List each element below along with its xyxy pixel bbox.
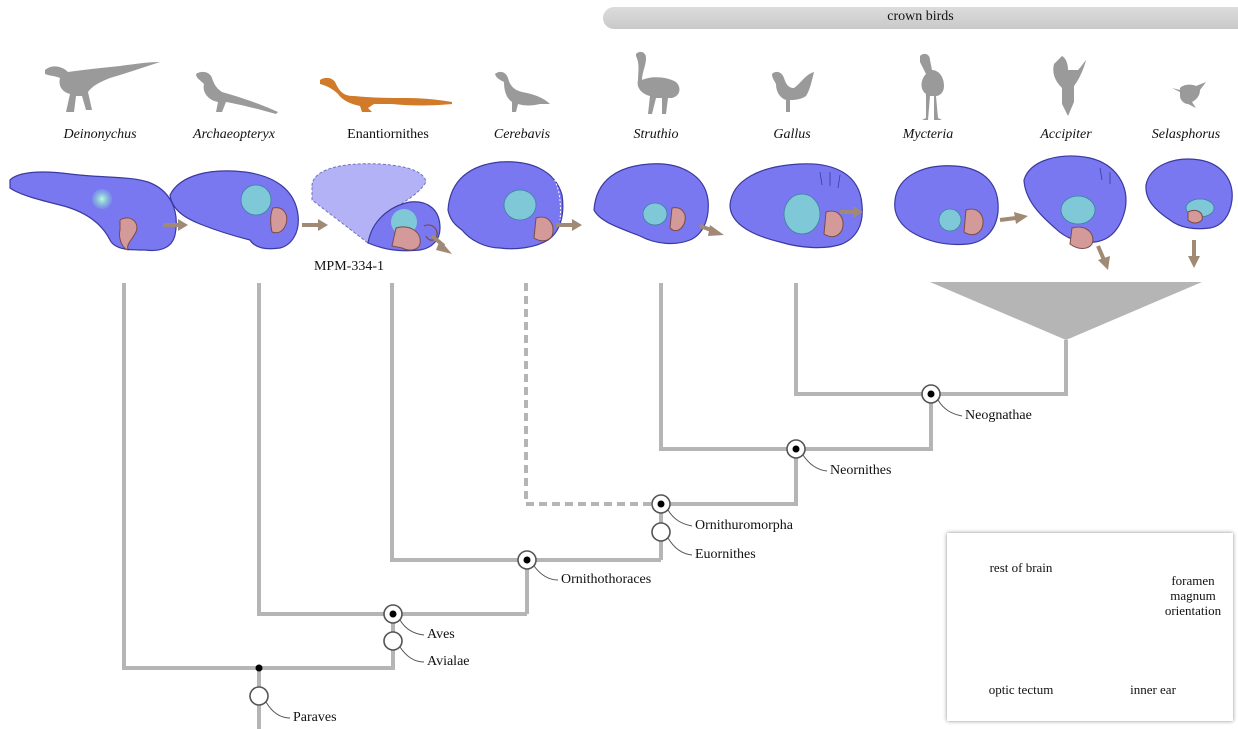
avialae-stem-node — [383, 631, 403, 651]
mycteria-arrow — [999, 216, 1017, 222]
taxon-enantiornithes: Enantiornithes — [347, 127, 429, 142]
clade-aves: Aves — [427, 627, 455, 642]
taxon-mycteria: Mycteria — [902, 127, 954, 142]
neoaves-wedge — [930, 282, 1202, 340]
branch-neoaves — [931, 340, 1068, 396]
branch-avialae — [259, 614, 395, 670]
branch-gallus — [794, 283, 931, 396]
clade-avialae: Avialae — [427, 654, 470, 669]
legend-foramen-line3: orientation — [1164, 603, 1222, 618]
accipiter-arrow — [1096, 245, 1106, 261]
accipiter-silhouette — [1053, 56, 1086, 116]
branch-archaeopteryx — [257, 283, 527, 616]
mycteria-silhouette — [920, 53, 944, 121]
cerebavis-silhouette — [495, 71, 550, 112]
specimen-label: MPM-334-1 — [313, 259, 384, 274]
branch-enantiornithes — [390, 283, 661, 562]
archaeopteryx-silhouette — [196, 71, 278, 114]
clade-ornithuromorpha: Ornithuromorpha — [695, 518, 793, 533]
taxon-accipiter: Accipiter — [1040, 127, 1092, 142]
crown-birds-bar — [603, 7, 1238, 29]
branch-neognathae — [796, 394, 933, 451]
taxon-archaeopteryx: Archaeopteryx — [193, 127, 275, 142]
taxon-cerebavis: Cerebavis — [493, 127, 551, 142]
archaeopteryx-brain — [169, 170, 299, 250]
enantiornithes-brain — [311, 163, 441, 252]
enantiornithes-silhouette — [320, 77, 452, 112]
euornithes-stem-node — [651, 522, 671, 542]
selasphorus-silhouette — [1172, 82, 1206, 108]
gallus-brain — [729, 163, 863, 249]
legend-inner-ear: inner ear — [1130, 682, 1176, 697]
crown-birds-label: crown birds — [887, 9, 954, 24]
branch-struthio — [659, 283, 796, 451]
accipiter-brain — [1023, 155, 1127, 249]
deinonychus-silhouette — [45, 62, 160, 112]
legend-foramen-line2: magnum — [1170, 588, 1216, 603]
mycteria-brain — [894, 165, 999, 246]
struthio-brain — [593, 163, 709, 245]
branch-deinonychus — [122, 283, 259, 670]
selasphorus-brain — [1145, 158, 1233, 230]
paraves-node-dot — [255, 664, 263, 672]
branch-neornithes — [661, 449, 798, 506]
clade-neornithes: Neornithes — [830, 463, 892, 478]
legend-box — [947, 533, 1233, 721]
clade-euornithes: Euornithes — [695, 547, 756, 562]
taxon-struthio: Struthio — [633, 127, 679, 142]
taxon-gallus: Gallus — [773, 127, 811, 142]
struthio-silhouette — [636, 51, 680, 114]
taxon-selasphorus: Selasphorus — [1151, 127, 1221, 142]
paraves-stem-node — [249, 686, 269, 706]
branch-cerebavis-dashed — [524, 283, 661, 506]
legend-optic-tectum: optic tectum — [988, 682, 1054, 697]
legend-foramen-line1: foramen — [1171, 573, 1215, 588]
clade-ornithothoraces: Ornithothoraces — [561, 572, 652, 587]
gallus-silhouette — [772, 71, 814, 112]
legend-rest-of-brain: rest of brain — [989, 560, 1053, 575]
cerebavis-brain — [447, 161, 564, 250]
clade-neognathae: Neognathae — [965, 408, 1032, 423]
taxon-deinonychus: Deinonychus — [63, 127, 137, 142]
clade-paraves: Paraves — [293, 710, 337, 725]
deinonychus-brain — [9, 171, 177, 252]
